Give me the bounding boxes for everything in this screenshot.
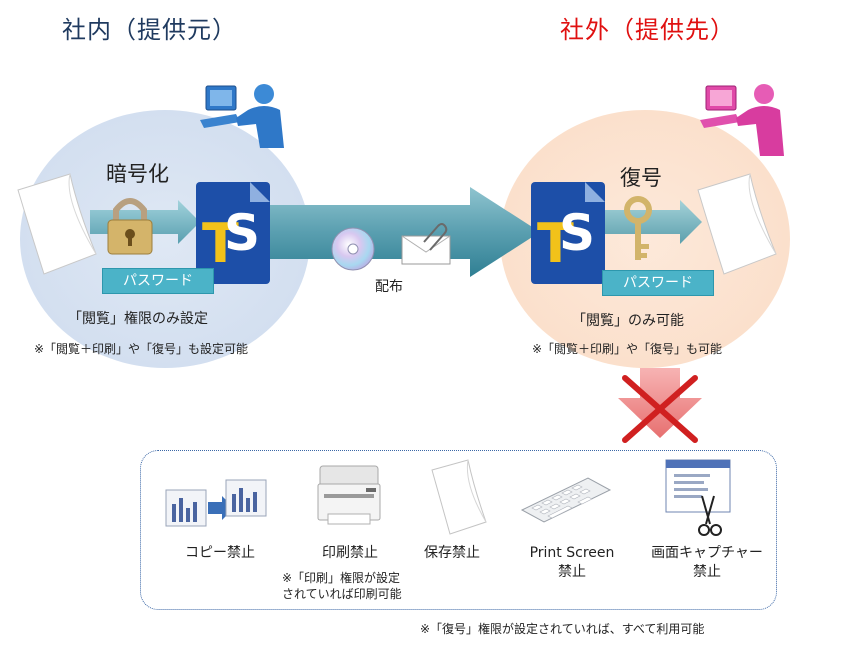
document-right-icon bbox=[697, 173, 777, 275]
title-external: 社外（提供先） bbox=[560, 16, 735, 44]
password-box-right: パスワード bbox=[602, 270, 714, 296]
ts-logo-right-icon: T S bbox=[531, 182, 605, 284]
restriction-capture-label: 画面キャプチャー 禁止 bbox=[651, 545, 763, 580]
svg-text:S: S bbox=[224, 204, 260, 262]
restrictions-box bbox=[140, 450, 777, 610]
padlock-icon bbox=[107, 198, 153, 255]
restriction-copy-label: コピー禁止 bbox=[185, 545, 255, 561]
copy-icon bbox=[165, 479, 267, 527]
key-icon bbox=[624, 196, 652, 260]
footer-note: ※「復号」権限が設定されていれば、すべて利用可能 bbox=[420, 622, 705, 636]
right-note: ※「閲覧＋印刷」や「復号」も可能 bbox=[532, 342, 723, 356]
email-attachment-icon bbox=[401, 223, 451, 265]
left-caption: 「閲覧」権限のみ設定 bbox=[68, 311, 208, 327]
print-permission-note: ※「印刷」権限が設定 されていれば印刷可能 bbox=[282, 571, 402, 601]
right-caption: 「閲覧」のみ可能 bbox=[572, 313, 684, 329]
user-blue-icon bbox=[200, 84, 284, 148]
restriction-print-label: 印刷禁止 bbox=[322, 545, 378, 561]
svg-text:T: T bbox=[202, 212, 239, 275]
title-internal: 社内（提供元） bbox=[62, 16, 237, 44]
keyboard-icon bbox=[520, 477, 612, 523]
svg-text:S: S bbox=[559, 204, 595, 262]
document-left-icon bbox=[17, 173, 97, 275]
document-save-icon bbox=[431, 459, 487, 535]
user-pink-icon bbox=[700, 84, 784, 156]
ts-logo-left-icon: T S bbox=[196, 182, 270, 284]
restriction-printscreen-label: Print Screen 禁止 bbox=[529, 545, 615, 580]
restriction-save-label: 保存禁止 bbox=[424, 545, 480, 561]
cd-icon bbox=[331, 227, 375, 271]
password-box-left: パスワード bbox=[102, 268, 214, 294]
svg-text:T: T bbox=[537, 212, 574, 275]
printer-icon bbox=[317, 465, 381, 525]
decrypt-label: 復号 bbox=[620, 166, 662, 190]
left-note: ※「閲覧＋印刷」や「復号」も設定可能 bbox=[34, 342, 249, 356]
distribution-label: 配布 bbox=[375, 279, 403, 295]
encrypt-label: 暗号化 bbox=[106, 162, 169, 186]
screen-capture-icon bbox=[665, 459, 731, 536]
